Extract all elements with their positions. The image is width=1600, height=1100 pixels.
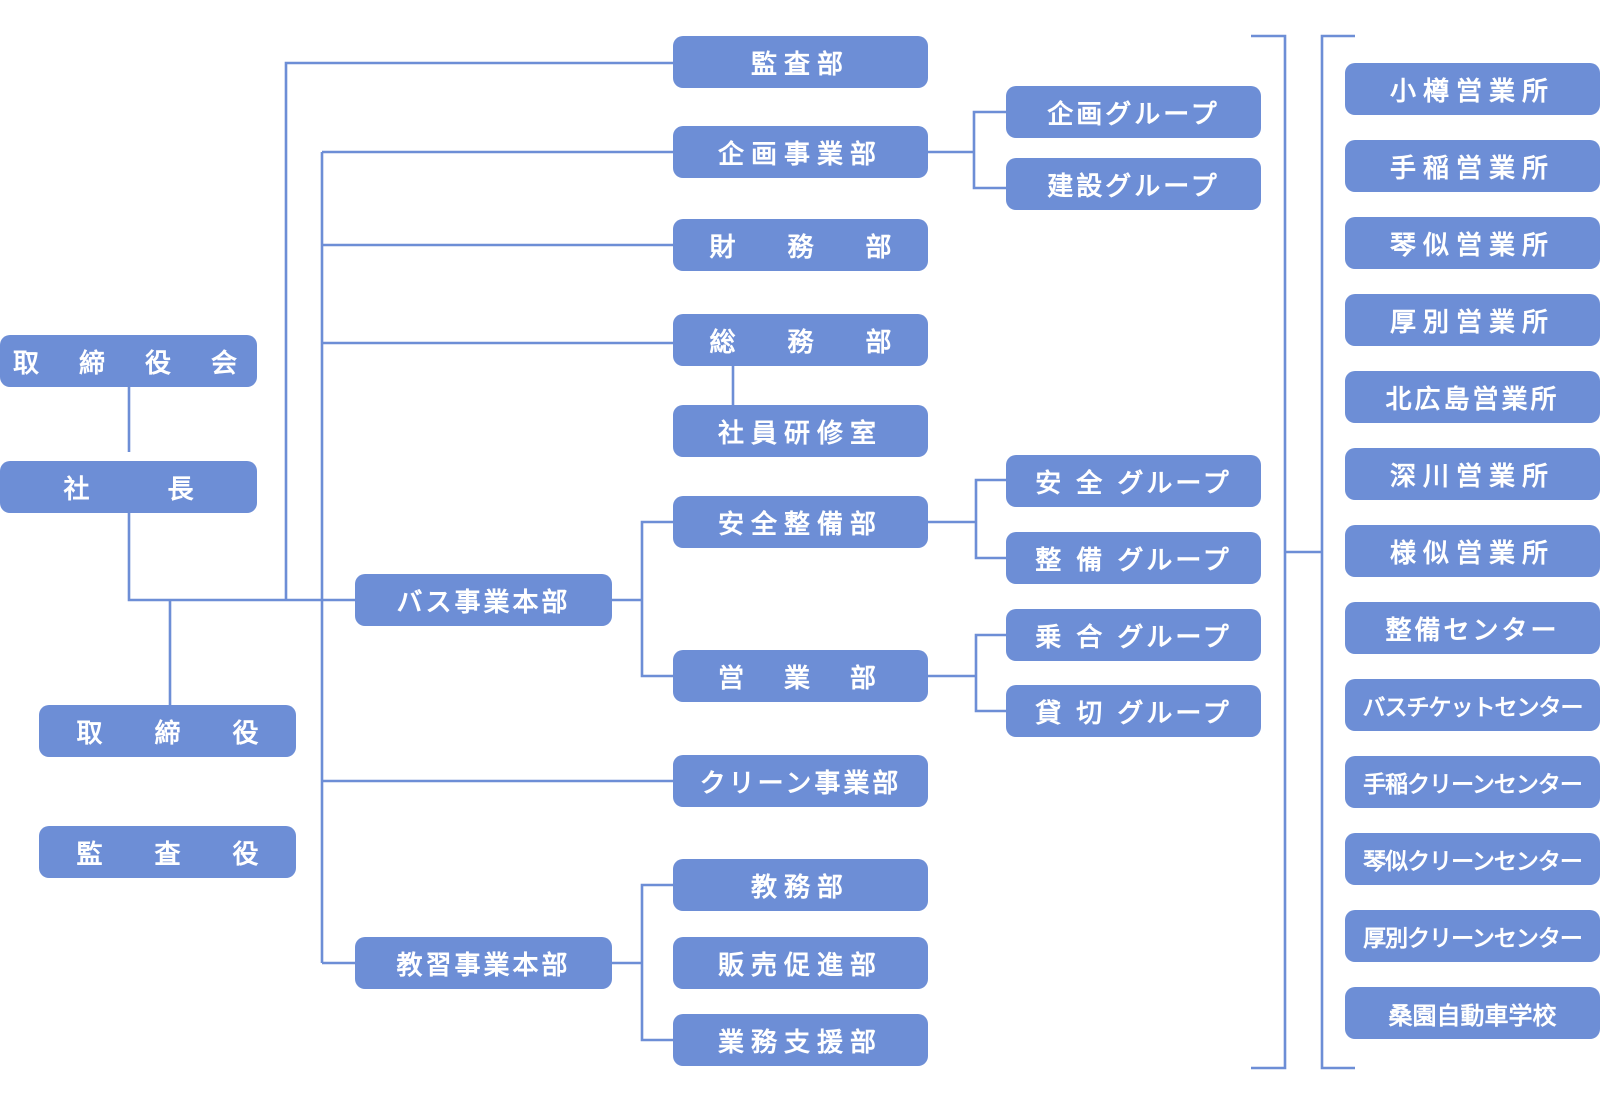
education-dept-label: 教務部 — [750, 872, 850, 903]
support-dept-box: 業務支援部 — [673, 1014, 928, 1066]
promotion-dept-label: 販売促進部 — [717, 950, 883, 981]
general-affairs-dept-label: 総 務 部 — [709, 327, 892, 358]
branch-label: バスチケットセンター — [1362, 695, 1584, 721]
branch-label: 琴似クリーンセンター — [1363, 849, 1583, 875]
school-hq-box: 教習事業本部 — [355, 937, 612, 989]
clean-dept-box: クリーン事業部 — [673, 755, 928, 807]
branch-box: バスチケットセンター — [1345, 679, 1600, 731]
branch-box: 整備センター — [1345, 602, 1600, 654]
general-affairs-dept-box: 総 務 部 — [673, 314, 928, 366]
board-label: 取 締 役 会 — [12, 348, 244, 379]
branch-label: 手稲クリーンセンター — [1363, 772, 1583, 798]
board-of-directors-box: 取 締 役 会 — [0, 335, 257, 387]
charter-group-box: 貸 切 グループ — [1006, 685, 1261, 737]
branch-box: 厚別クリーンセンター — [1345, 910, 1600, 962]
branch-label: 桑園自動車学校 — [1388, 1001, 1557, 1030]
audit-dept-label: 監査部 — [750, 49, 850, 80]
promotion-dept-box: 販売促進部 — [673, 937, 928, 989]
branch-box: 様似営業所 — [1345, 525, 1600, 577]
maintenance-group-label: 整 備 グループ — [1035, 545, 1232, 576]
branch-box: 北広島営業所 — [1345, 371, 1600, 423]
branch-box: 手稲クリーンセンター — [1345, 756, 1600, 808]
directors-label: 取 締 役 — [76, 718, 259, 749]
auditor-box: 監 査 役 — [39, 826, 296, 878]
safety-dept-label: 安全整備部 — [717, 509, 883, 540]
branch-label: 様似営業所 — [1389, 538, 1555, 569]
branch-label: 整備センター — [1385, 615, 1560, 646]
construction-group-label: 建設グループ — [1047, 171, 1220, 202]
safety-group-label: 安 全 グループ — [1035, 468, 1232, 499]
training-room-box: 社員研修室 — [673, 405, 928, 457]
sales-dept-label: 営 業 部 — [717, 663, 883, 694]
branch-box: 小樽営業所 — [1345, 63, 1600, 115]
boarding-group-box: 乗 合 グループ — [1006, 609, 1261, 661]
branch-label: 厚別営業所 — [1389, 307, 1555, 338]
training-room-label: 社員研修室 — [717, 418, 883, 449]
branch-label: 北広島営業所 — [1385, 384, 1560, 415]
branch-box: 琴似営業所 — [1345, 217, 1600, 269]
auditor-label: 監 査 役 — [76, 839, 259, 870]
clean-dept-label: クリーン事業部 — [699, 768, 902, 799]
branch-box: 桑園自動車学校 — [1345, 987, 1600, 1039]
president-box: 社 長 — [0, 461, 257, 513]
planning-group-box: 企画グループ — [1006, 86, 1261, 138]
support-dept-label: 業務支援部 — [717, 1027, 883, 1058]
boarding-group-label: 乗 合 グループ — [1035, 622, 1232, 653]
president-label: 社 長 — [63, 474, 194, 505]
branch-label: 深川営業所 — [1389, 461, 1555, 492]
bus-hq-box: バス事業本部 — [355, 574, 612, 626]
planning-dept-box: 企画事業部 — [673, 126, 928, 178]
education-dept-box: 教務部 — [673, 859, 928, 911]
branch-box: 厚別営業所 — [1345, 294, 1600, 346]
safety-dept-box: 安全整備部 — [673, 496, 928, 548]
finance-dept-label: 財 務 部 — [709, 232, 892, 263]
directors-box: 取 締 役 — [39, 705, 296, 757]
branch-box: 深川営業所 — [1345, 448, 1600, 500]
branch-box: 手稲営業所 — [1345, 140, 1600, 192]
audit-dept-box: 監査部 — [673, 36, 928, 88]
branch-box: 琴似クリーンセンター — [1345, 833, 1600, 885]
branch-label: 琴似営業所 — [1389, 230, 1555, 261]
charter-group-label: 貸 切 グループ — [1035, 698, 1232, 729]
finance-dept-box: 財 務 部 — [673, 219, 928, 271]
safety-group-box: 安 全 グループ — [1006, 455, 1261, 507]
branch-label: 手稲営業所 — [1389, 153, 1555, 184]
sales-dept-box: 営 業 部 — [673, 650, 928, 702]
branch-label: 小樽営業所 — [1389, 76, 1555, 107]
school-hq-label: 教習事業本部 — [396, 950, 571, 981]
construction-group-box: 建設グループ — [1006, 158, 1261, 210]
planning-dept-label: 企画事業部 — [717, 139, 883, 170]
branch-label: 厚別クリーンセンター — [1363, 926, 1583, 952]
bus-hq-label: バス事業本部 — [396, 587, 571, 618]
maintenance-group-box: 整 備 グループ — [1006, 532, 1261, 584]
planning-group-label: 企画グループ — [1047, 99, 1220, 130]
